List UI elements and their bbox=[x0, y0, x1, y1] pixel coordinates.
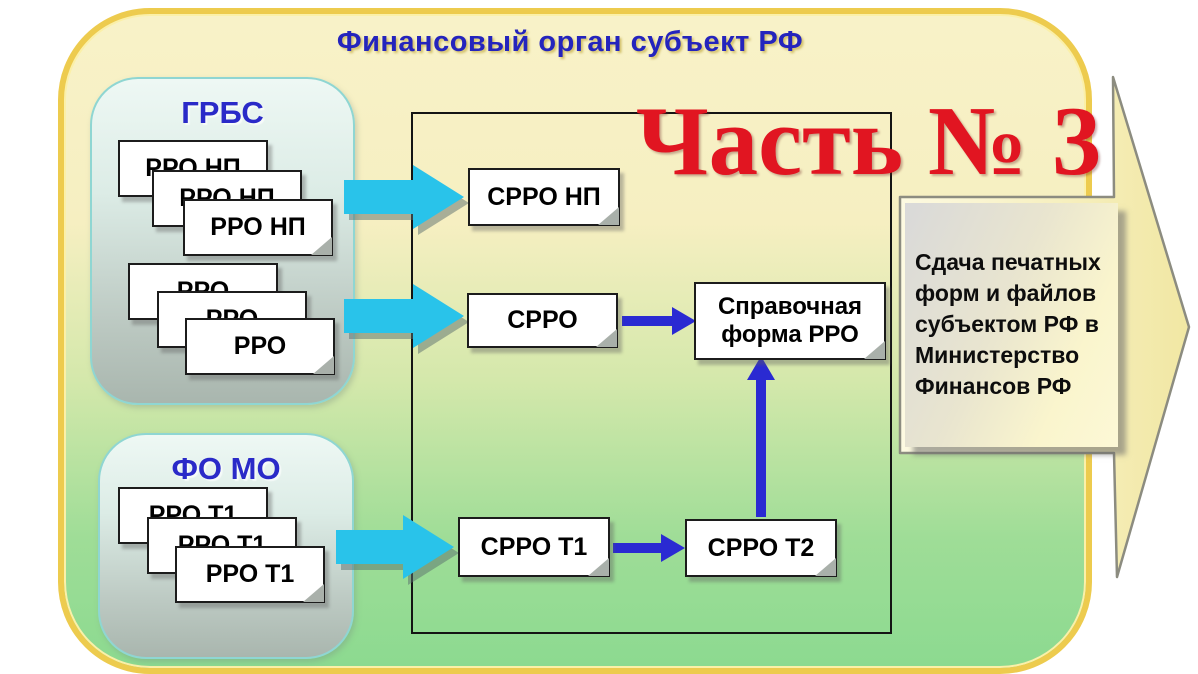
slide-title: Финансовый орган субъект РФ bbox=[336, 26, 804, 58]
export-note-line: Финансов РФ bbox=[915, 373, 1072, 399]
part-number-label: Часть № 3 bbox=[636, 87, 1102, 196]
group-grbs-label: ГРБС bbox=[181, 95, 264, 130]
box-srro-np: СРРО НП bbox=[468, 168, 620, 226]
export-note-line: Министерство bbox=[915, 342, 1080, 368]
export-note-line: Сдача печатных bbox=[915, 249, 1101, 275]
doc-rro-front: РРО bbox=[185, 318, 335, 375]
box-srro: СРРО bbox=[467, 293, 618, 348]
box-srro-t1: СРРО Т1 bbox=[458, 517, 610, 577]
export-note: Сдача печатных форм и файлов субъектом Р… bbox=[905, 203, 1118, 447]
box-srro-t2: СРРО Т2 bbox=[685, 519, 837, 577]
group-fomo-label: ФО МО bbox=[171, 451, 281, 486]
export-note-line: форм и файлов bbox=[915, 280, 1097, 306]
doc-rro-t1-front: РРО Т1 bbox=[175, 546, 325, 603]
box-sprav-form: Справочная форма РРО bbox=[694, 282, 886, 360]
export-note-line: субъектом РФ в bbox=[915, 311, 1099, 337]
process-frame bbox=[411, 112, 892, 634]
doc-rro-np-front: РРО НП bbox=[183, 199, 333, 256]
